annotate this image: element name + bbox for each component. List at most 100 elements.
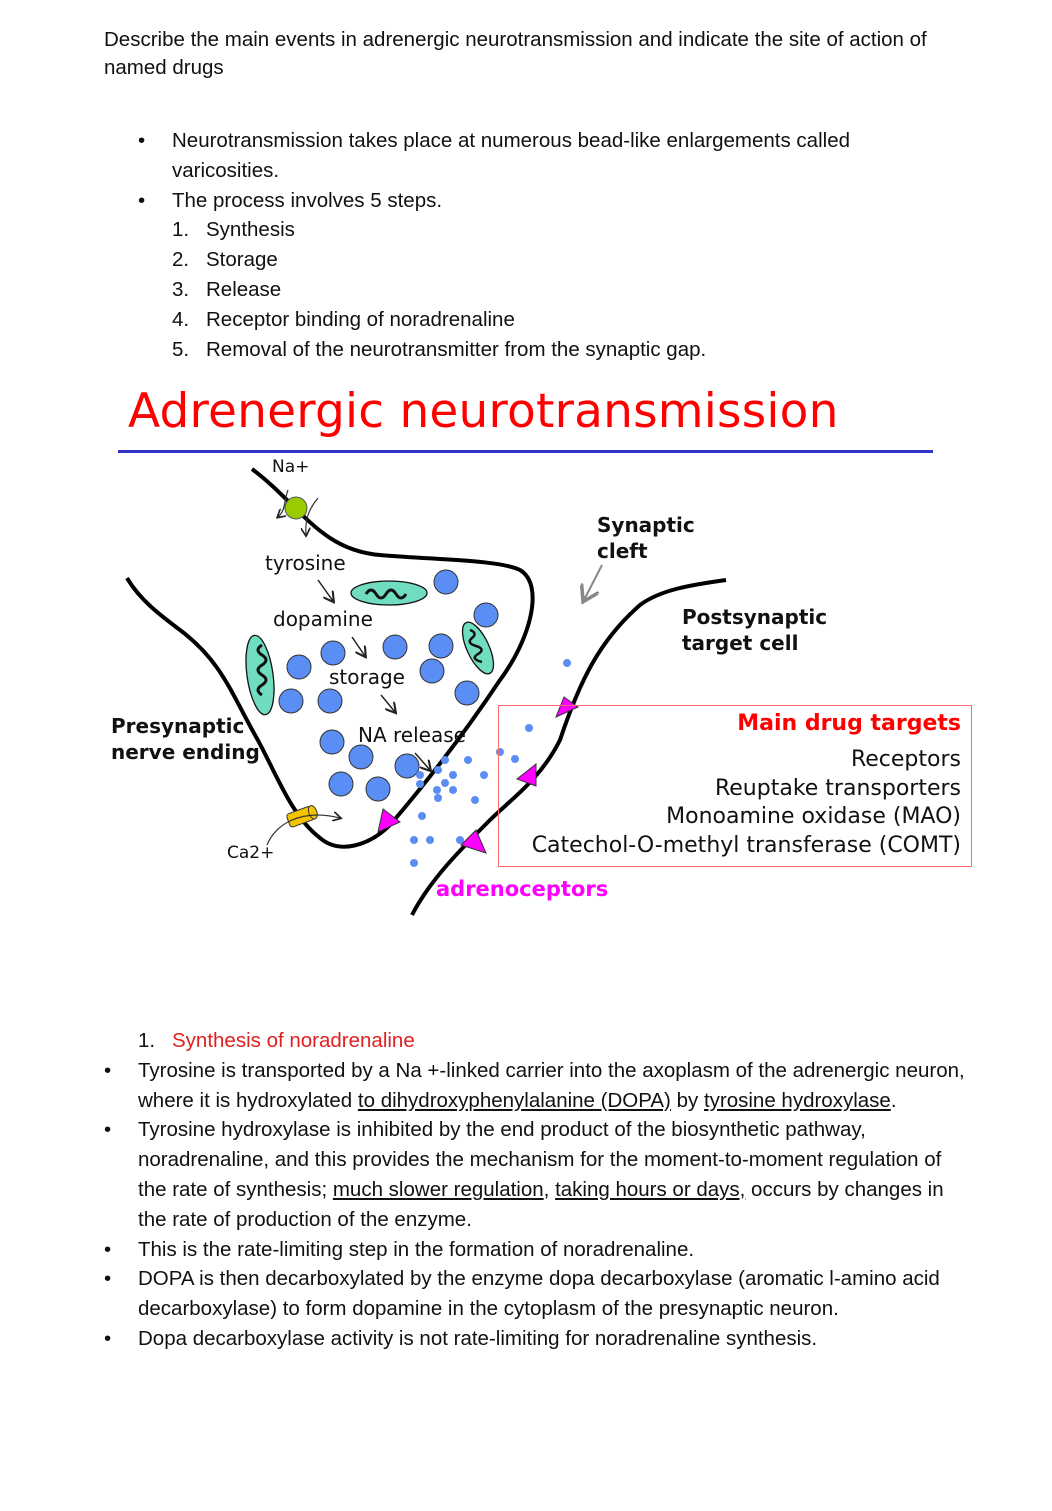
section-heading: 1.Synthesis of noradrenaline [138,1029,415,1052]
noradrenaline-dot [416,780,424,788]
drug-targets-heading: Main drug targets [737,711,961,736]
noradrenaline-dot [449,771,457,779]
label-tyrosine: tyrosine [265,551,346,575]
vesicle-icon [328,771,354,797]
receptor-icon [555,696,579,718]
label-na-release: NA release [358,723,466,747]
vesicle-icon [286,654,312,680]
step-item: 3.Release [172,277,282,301]
mitochondrion-icon [245,634,275,716]
noradrenaline-dot [449,786,457,794]
step-item: 5.Removal of the neurotransmitter from t… [172,337,707,361]
steps-list: 1.Synthesis 2.Storage 3.Release 4.Recept… [172,215,958,364]
vesicle-icon [278,688,304,714]
receptor-icon [377,808,401,833]
label-postsynaptic: Postsynaptic [682,605,827,629]
noradrenaline-dot [410,836,418,844]
drug-target-item: Receptors [850,746,961,772]
bullet-icon: • [104,1058,112,1082]
underlined-text: taking hours or days, [555,1177,746,1201]
question-text: Describe the main events in adrenergic n… [104,28,927,79]
postsynaptic-membrane [410,578,727,916]
noradrenaline-dot [441,756,449,764]
vesicle-icon [433,569,459,595]
diagram-title: Adrenergic neurotransmission [128,384,839,439]
vesicle-icon [319,729,345,755]
underlined-text: tyrosine hydroxylase [703,1088,891,1112]
title-rule [118,450,933,453]
bullet-icon: • [138,129,146,152]
section-bullet: • Dopa decarboxylase activity is not rate… [104,1324,974,1354]
mitochondrion-icon [350,580,428,606]
noradrenaline-dot [441,779,449,787]
section-bullet: • Tyrosine hydroxylase is inhibited by th… [104,1115,974,1234]
noradrenaline-dot [434,766,442,774]
noradrenaline-dot [456,836,464,844]
text-run: DOPA is then decarboxylated by the enzym… [138,1267,940,1321]
receptor-icon [515,762,537,787]
noradrenaline-dot [418,812,426,820]
vesicle-icon [365,776,391,802]
label-na-plus: Na+ [272,457,309,477]
label-target-cell: target cell [682,631,798,655]
noradrenaline-molecules [410,659,571,867]
section-bullets: • Tyrosine is transported by a Na +-linke… [104,1056,974,1354]
noradrenaline-dot [480,771,488,779]
label-synaptic: Synaptic [597,513,695,537]
synapse-diagram: Na+ tyrosine dopamine storage NA release… [111,457,827,916]
step-item: 1.Synthesis [172,218,295,242]
presynaptic-membrane [125,467,535,849]
label-presynaptic: Presynaptic [111,714,244,738]
bullet-icon: • [138,188,146,212]
bullet-icon: • [104,1118,112,1142]
label-nerve-ending: nerve ending [111,740,260,764]
text-run: This is the rate-limiting step in the fo… [138,1237,695,1261]
vesicles-group [278,569,499,802]
text-run: by [670,1088,704,1112]
bullet-icon: • [104,1237,112,1261]
section-bullet: • This is the rate-limiting step in the f… [104,1235,974,1265]
vesicle-icon [320,640,346,666]
text-run: Tyrosine is transported by a Na +-linked… [138,1058,965,1112]
intro-bullet: •The process involves 5 steps. [138,186,958,216]
vesicle-icon [348,744,374,770]
receptor-icon [460,829,487,854]
drug-target-item: Reuptake transporters [714,775,961,801]
noradrenaline-dot [426,836,434,844]
step-item: 2.Storage [172,248,278,272]
label-dopamine: dopamine [273,607,373,631]
label-storage: storage [329,665,405,689]
noradrenaline-dot [511,755,519,763]
vesicle-icon [394,753,420,779]
noradrenaline-dot [464,756,472,764]
label-calcium: Ca2+ [227,843,274,863]
mitochondrion-icon [461,621,495,675]
step-item: 4.Receptor binding of noradrenaline [172,307,515,331]
vesicle-icon [454,680,480,706]
label-cleft: cleft [597,539,648,563]
bullet-icon: • [104,1326,112,1350]
section-bullet: • DOPA is then decarboxylated by the enzy… [104,1264,974,1324]
drug-target-item: Monoamine oxidase (MAO) [666,804,961,830]
text-run: Tyrosine hydroxylase is inhibited by the… [138,1118,942,1201]
underlined-text: much slower regulation [332,1177,544,1201]
noradrenaline-dot [416,771,424,779]
drug-targets-box: Main drug targets Receptors Reuptake tra… [498,705,972,867]
noradrenaline-dot [471,796,479,804]
intro-list: •Neurotransmission takes place at numero… [138,126,958,364]
noradrenaline-dot [563,659,571,667]
vesicle-icon [382,634,408,660]
intro-bullet: •Neurotransmission takes place at numero… [138,126,958,186]
section-synthesis: 1.Synthesis of noradrenaline • Tyrosine i… [104,1026,974,1354]
label-adrenoceptors: adrenoceptors [436,877,608,901]
noradrenaline-dot [434,794,442,802]
carrier-icon [284,496,308,520]
bullet-icon: • [104,1267,112,1291]
noradrenaline-dot [525,724,533,732]
noradrenaline-dot [410,859,418,867]
text-run: Dopa decarboxylase activity is not rate-… [138,1326,818,1350]
vesicle-icon [473,602,499,628]
section-bullet: • Tyrosine is transported by a Na +-linke… [104,1056,974,1116]
text-run: , [543,1177,556,1201]
drug-target-item: Catechol-O-methyl transferase (COMT) [531,833,961,859]
